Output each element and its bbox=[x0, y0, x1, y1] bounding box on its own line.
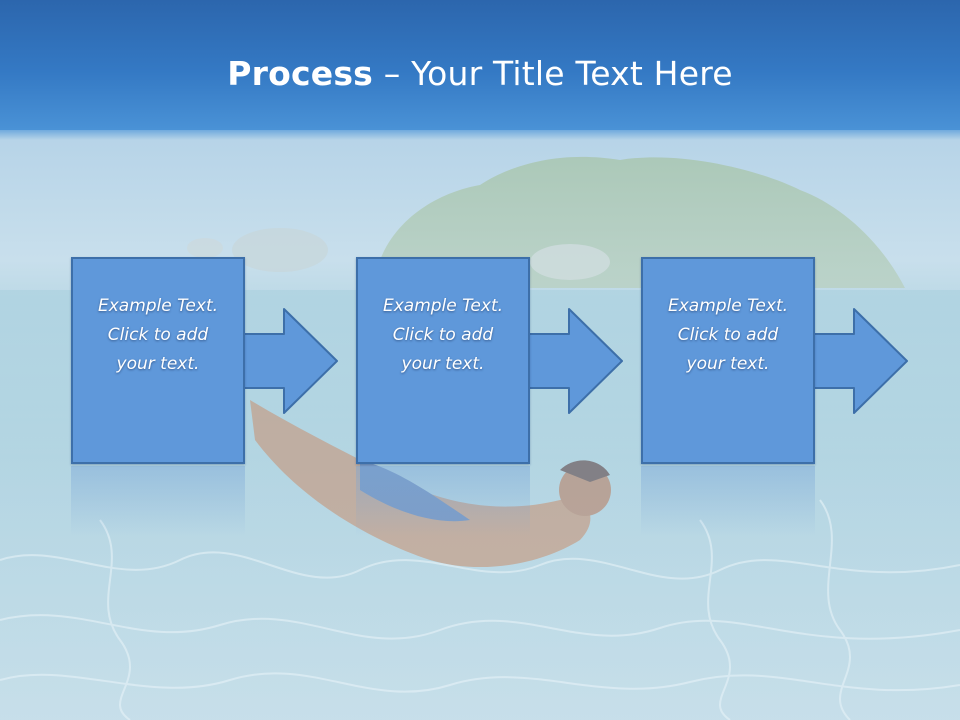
island-shape bbox=[380, 156, 905, 288]
process-step-1[interactable]: Example Text. Click to add your text. bbox=[71, 257, 245, 464]
step-box-reflection bbox=[71, 466, 245, 536]
swimmer-figure bbox=[250, 400, 611, 568]
step-text-line: your text. bbox=[401, 354, 485, 374]
step-text-line: Click to add bbox=[392, 325, 494, 345]
step-text-line: your text. bbox=[116, 354, 200, 374]
step-box-reflection bbox=[641, 466, 815, 536]
title-band bbox=[0, 0, 960, 130]
arrow-3 bbox=[813, 308, 908, 414]
step-text-placeholder[interactable]: Example Text. Click to add your text. bbox=[78, 292, 238, 379]
slide-title[interactable]: Process – Your Title Text Here bbox=[0, 52, 960, 96]
arrow-2 bbox=[528, 308, 623, 414]
title-rest-part: – Your Title Text Here bbox=[373, 54, 733, 93]
title-bold-part: Process bbox=[227, 54, 374, 93]
step-box-reflection bbox=[356, 466, 530, 536]
step-text-placeholder[interactable]: Example Text. Click to add your text. bbox=[363, 292, 523, 379]
rock-shape bbox=[187, 238, 223, 258]
arrow-1 bbox=[243, 308, 338, 414]
step-text-placeholder[interactable]: Example Text. Click to add your text. bbox=[648, 292, 808, 379]
step-text-line: Example Text. bbox=[382, 296, 504, 316]
caustic-pattern bbox=[0, 499, 960, 720]
step-text-line: Click to add bbox=[677, 325, 779, 345]
step-text-line: Click to add bbox=[107, 325, 209, 345]
process-step-3[interactable]: Example Text. Click to add your text. bbox=[641, 257, 815, 464]
step-text-line: Example Text. bbox=[97, 296, 219, 316]
process-step-2[interactable]: Example Text. Click to add your text. bbox=[356, 257, 530, 464]
step-text-line: your text. bbox=[686, 354, 770, 374]
step-text-line: Example Text. bbox=[667, 296, 789, 316]
rock-shape bbox=[530, 244, 610, 280]
rock-shape bbox=[232, 228, 328, 272]
